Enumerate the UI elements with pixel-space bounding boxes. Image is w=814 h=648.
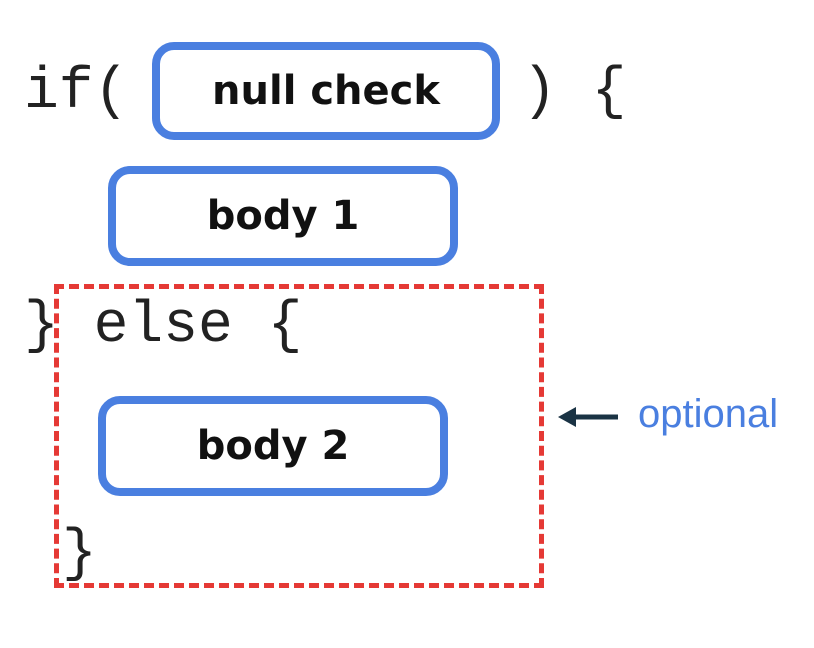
body-2-box: body 2 (98, 396, 448, 496)
arrow-left-icon (558, 407, 618, 427)
if-close-brace: ) { (522, 60, 627, 125)
optional-else-region (54, 284, 544, 588)
null-check-box: null check (152, 42, 500, 140)
if-keyword: if( (24, 60, 129, 125)
else-keyword: } else { (24, 294, 303, 359)
closing-brace: } (62, 522, 97, 587)
optional-label: optional (638, 392, 779, 436)
body-1-box: body 1 (108, 166, 458, 266)
